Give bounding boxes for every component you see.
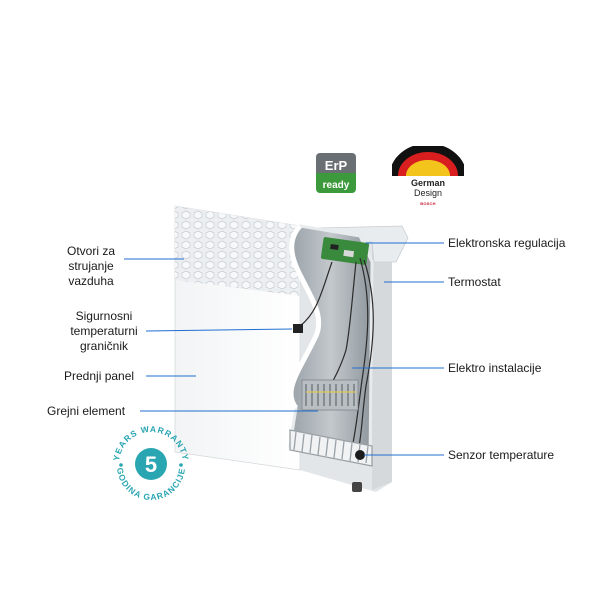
german-title: German [410,178,445,188]
german-flag-icon [392,146,464,177]
temperature-sensor [355,450,365,460]
label-prednji-panel: Prednji panel [64,369,135,383]
german-design-badge: German Design BOSCH [392,146,464,222]
safety-limiter [293,324,303,333]
wiring [299,257,374,453]
erp-text: ErP [325,158,348,173]
label-elektronska-regulacija: Elektronska regulacija [448,236,566,250]
leader-sigurnosni [145,328,293,332]
design-subtitle: Design [413,188,442,198]
front-panel [174,205,343,471]
label-termostat: Termostat [448,275,501,289]
label-grejni-element: Grejni element [47,404,126,418]
label-senzor-temperature: Senzor temperature [448,448,555,462]
label-elektro-instalacije: Elektro instalacije [448,361,542,375]
electronic-board [320,237,370,265]
leader-lines [124,242,444,456]
erp-ready-badge: ErP ready [316,153,356,193]
label-otvori-za-strujanje-vazduha: Otvori za strujanje vazduha [66,244,115,288]
heating-element [301,379,359,411]
bottom-grille [289,429,373,467]
label-sigurnosni-granicnik: Sigurnosni temperaturni graničnik [70,309,138,353]
warranty-seal: 5 YEARS WARRANTY GODINA GARANCIJE [111,424,190,502]
bosch-logo: BOSCH [420,201,436,206]
erp-ready-text: ready [323,180,350,191]
warranty-number: 5 [145,452,157,477]
